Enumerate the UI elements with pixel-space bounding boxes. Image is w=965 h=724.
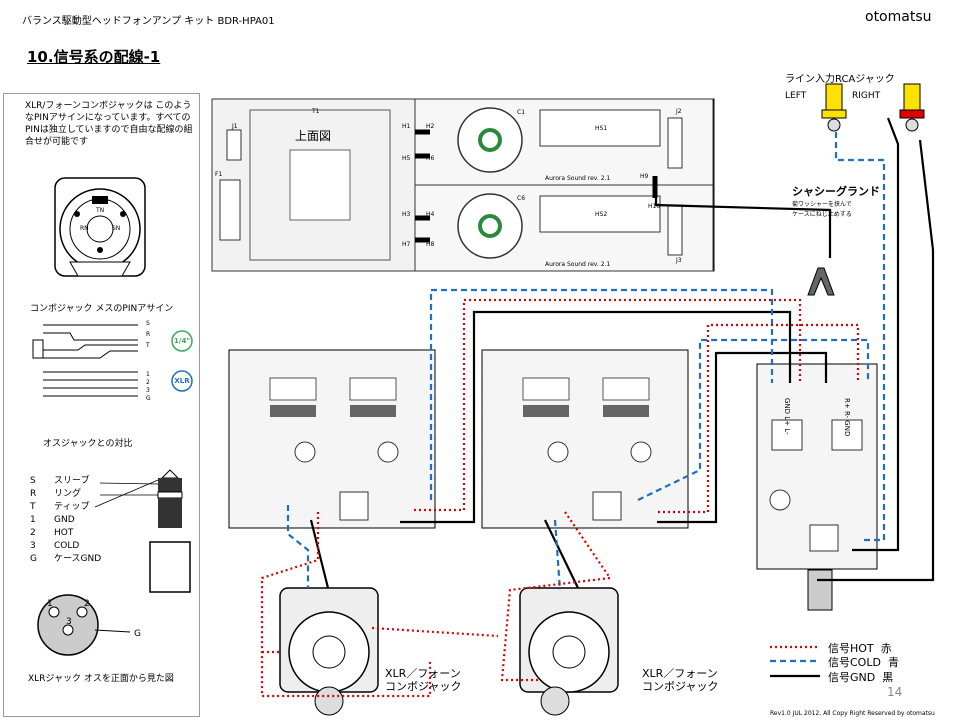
svg-text:SN: SN (112, 225, 120, 232)
chassis-ground-note-2: ケースにねじ止めする (792, 210, 852, 218)
psu-label-f1: F1 (215, 171, 222, 178)
chassis-ground-label: シャシーグランド (792, 184, 880, 198)
male-jack-title: オスジャックとの対比 (43, 439, 133, 449)
brand-name: otomatsu (865, 9, 932, 25)
page-number: 14 (887, 685, 903, 699)
jack-label-t: T (146, 342, 150, 349)
quarter-inch-badge-icon (171, 330, 193, 352)
xlr-pin-2-label: 2 (84, 599, 90, 609)
xlr-male-front-icon (37, 594, 131, 656)
legend-hot-label: 信号HOT 赤 (828, 642, 892, 655)
left-info-panel (3, 93, 200, 717)
phone-jack-pin-labels: S R T (146, 318, 150, 351)
psu-credit-2: Aurora Sound rev. 2.1 (545, 261, 610, 268)
rca-jack-left-icon (821, 83, 847, 132)
psu-board (211, 98, 715, 272)
psu-label-hs1: HS1 (595, 125, 607, 132)
chassis-ground-note-1: 菊ワッシャーを挟んで (792, 200, 852, 208)
psu-label-h9: H9 (640, 173, 649, 180)
ground-lug-icon (807, 267, 835, 296)
xlr-pin-1-label: 1 (47, 599, 53, 609)
signal-wires (260, 117, 935, 698)
psu-label-h8: H8 (426, 241, 435, 248)
input-label-left: GND L+ L- (783, 398, 791, 435)
psu-credit-1: Aurora Sound rev. 2.1 (545, 175, 610, 182)
svg-text:RN: RN (80, 225, 89, 232)
jack-label-r: R (146, 331, 151, 338)
jack-label-1: 1 (146, 371, 150, 378)
psu-label-h6: H6 (426, 155, 435, 162)
input-label-right: R+ R- GND (843, 398, 851, 436)
top-view-label: 上面図 (295, 129, 331, 143)
xlr-pin-3-label: 3 (66, 617, 72, 627)
psu-label-j3: J3 (675, 257, 682, 264)
psu-label-h1: H1 (402, 123, 411, 130)
svg-text:TN: TN (95, 207, 104, 214)
quarter-inch-badge: 1/4" (174, 337, 190, 345)
rca-jack-right-icon (899, 83, 925, 132)
section-title: 10.信号系の配線-1 (27, 48, 161, 66)
psu-label-c6: C6 (517, 195, 525, 202)
xlr-pin-g-label: G (134, 629, 141, 639)
psu-label-h3: H3 (402, 211, 411, 218)
xlr-combo-caption-right: XLR／フォーン コンボジャック (642, 667, 719, 693)
combo-pin-title: コンボジャック メスのPINアサイン (30, 304, 174, 314)
xlr-combo-caption-left: XLR／フォーン コンボジャック (385, 667, 462, 693)
psu-label-h5: H5 (402, 155, 411, 162)
combo-jack-front-icon: RN SN TN (54, 177, 146, 277)
psu-label-h4: H4 (426, 211, 435, 218)
psu-label-t1: T1 (311, 108, 320, 115)
combo-jack-note: XLR/フォーンコンボジャックは このようなPINアサインになっています。すべて… (25, 101, 193, 147)
psu-label-h7: H7 (402, 241, 411, 248)
amp-board-left (228, 349, 436, 529)
psu-label-h2: H2 (426, 123, 435, 130)
input-board (756, 363, 878, 611)
xlr-badge-icon (171, 370, 193, 392)
rca-right-label: RIGHT (852, 91, 881, 101)
psu-label-j1: J1 (231, 123, 238, 130)
rca-left-label: LEFT (785, 91, 807, 101)
stereo-plug-icon (94, 469, 191, 593)
xlr-badge: XLR (174, 377, 190, 385)
jack-label-3: 3 (146, 387, 150, 394)
wire-legend (770, 645, 820, 678)
document-title: バランス駆動型ヘッドフォンアンプ キット BDR-HPA01 (22, 16, 275, 27)
psu-label-c1: C1 (517, 109, 525, 116)
psu-label-hs2: HS2 (595, 211, 607, 218)
psu-label-j2: J2 (675, 108, 682, 115)
phone-jack-schematic (32, 324, 138, 397)
rca-title: ライン入力RCAジャック (785, 72, 895, 85)
amp-board-right (481, 349, 689, 529)
psu-label-h10: H10 (648, 203, 660, 210)
jack-label-g: G (146, 395, 151, 402)
legend-cold-label: 信号COLD 青 (828, 656, 899, 669)
legend-gnd-label: 信号GND 黒 (828, 671, 894, 684)
xlr-male-caption: XLRジャック オスを正面から見た図 (28, 674, 174, 684)
jack-label-s: S (146, 320, 150, 327)
jack-label-2: 2 (146, 379, 150, 386)
xlr-combo-jack-right-icon (519, 587, 619, 716)
xlr-combo-jack-left-icon (279, 587, 379, 716)
xlr-jack-pin-labels: 1 2 3 G (146, 371, 151, 403)
footer-copyright: Rev1.0 JUL 2012, All Copy Right Reserved… (770, 710, 935, 717)
